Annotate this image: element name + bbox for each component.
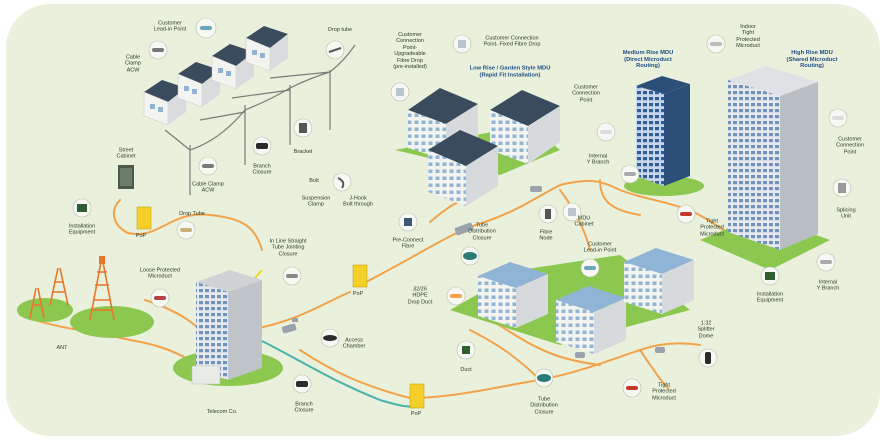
label-splitter-dome: 1:32 Splitter Dome xyxy=(697,320,715,340)
label-pre-connect-fibre: Pre-Connect Fibre xyxy=(392,237,424,250)
suburban-houses xyxy=(143,26,288,126)
medium-rise-mdu xyxy=(624,76,704,196)
label-suspension-clamp: Suspension Clamp xyxy=(301,195,331,208)
telecom-towers xyxy=(17,256,154,338)
label-ant: ANT xyxy=(56,344,68,351)
low-rise-cluster xyxy=(395,88,560,206)
label-internal-y-branch-right: Internal Y Branch xyxy=(816,279,840,292)
teal-fibre-route xyxy=(259,339,421,408)
label-pop-3: PoP xyxy=(410,410,422,417)
header-medium-rise: Medium Rise MDU (Direct Microduct Routin… xyxy=(622,50,674,70)
label-tight-protected-microduct-bottom: Tight Protected Microduct xyxy=(652,382,676,402)
label-internal-y-branch-mid: Internal Y Branch xyxy=(586,153,610,166)
label-branch-closure-top: Branch Closure xyxy=(252,163,272,176)
label-duct: Duct xyxy=(460,366,472,373)
label-tube-distribution-closure-top: Tube Distribution Closure xyxy=(468,222,496,242)
label-customer-connection-point-right: Customer Connection Point xyxy=(836,136,864,156)
label-customer-connection-point-top: Customer Connection Point- Upgradeable F… xyxy=(393,31,427,70)
pop-cabinets xyxy=(136,206,425,409)
label-mdu-cabinet: MDU Cabinet xyxy=(574,215,594,228)
label-access-chamber: Access Chamber xyxy=(342,337,366,350)
label-customer-lead-in-point-mid: Customer Lead-in Point xyxy=(583,241,617,254)
header-low-rise: Low Rise / Garden Style MDU (Rapid Fit I… xyxy=(469,65,551,78)
telecom-co-building xyxy=(173,270,283,386)
label-street-cabinet: Street Cabinet xyxy=(116,147,136,160)
label-customer-connection-point-fixed: Customer Connection Point- Fixed Fibre D… xyxy=(483,35,541,48)
label-cable-clamp-acw-top: Cable Clamp ACW xyxy=(125,54,141,74)
label-tight-protected-microduct-mid: Tight Protected Microduct xyxy=(700,218,724,238)
label-cable-clamp-acw-mid: Cable Clamp ACW xyxy=(192,181,224,194)
label-pop-2: PoP xyxy=(352,290,364,297)
label-bolt: Bolt xyxy=(309,177,319,184)
label-tube-distribution-closure-bottom: Tube Distribution Closure xyxy=(530,396,558,416)
label-splicing-unit: Splicing Unit xyxy=(836,207,856,220)
route-closures xyxy=(281,186,665,358)
label-installation-equipment-left: Installation Equipment xyxy=(68,223,96,236)
label-j-hook: J-Hook Bolt through xyxy=(343,195,373,208)
apartment-cluster xyxy=(450,248,694,354)
label-customer-lead-in-point-top: Customer Lead-in Point xyxy=(153,20,187,33)
label-in-line-closure: In Line Straight Tube Jointing Closure xyxy=(269,238,307,258)
label-customer-connection-point-mid: Customer Connection Point xyxy=(572,84,600,104)
header-high-rise: High Rise MDU (Shared Microduct Routing) xyxy=(786,50,838,70)
label-hdpe-drop-duct: 32/26 HDPE Drop Duct xyxy=(407,286,433,306)
label-installation-equipment-right: Installation Equipment xyxy=(756,291,784,304)
label-bracket: Bracket xyxy=(293,148,313,155)
street-cabinet xyxy=(118,165,134,189)
label-indoor-tight-microduct: Indoor Tight Protected Microduct xyxy=(736,24,760,50)
high-rise-mdu xyxy=(700,66,830,270)
label-branch-closure-bottom: Branch Closure xyxy=(294,401,314,414)
callout-glyphs xyxy=(77,26,846,390)
label-pop-1: PoP xyxy=(135,232,147,239)
poles-and-cables xyxy=(164,44,356,195)
label-drop-tube-top: Drop tube xyxy=(327,26,353,33)
label-fibre-node: Fibre Node xyxy=(539,229,553,242)
label-telecom-co: Telecom Co. xyxy=(206,408,238,415)
label-drop-tube-mid: Drop Tube xyxy=(179,210,205,217)
label-loose-protected-microduct: Loose Protected Microduct xyxy=(139,267,181,280)
